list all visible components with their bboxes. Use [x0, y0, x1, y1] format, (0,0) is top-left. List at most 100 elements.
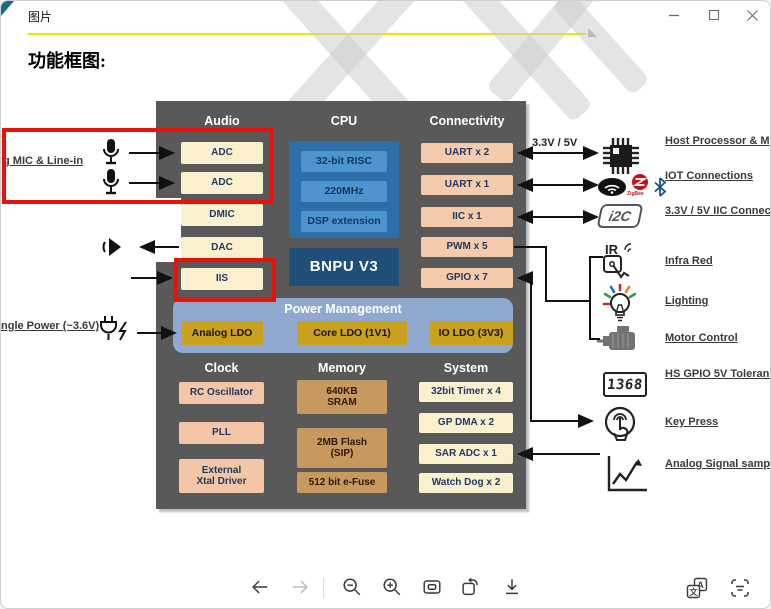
close-icon: [746, 9, 758, 21]
system-box-saradc: SAR ADC x 1: [419, 444, 513, 464]
back-icon: [252, 580, 268, 594]
translate-icon: A 文: [686, 577, 708, 599]
iot-icons: ZigBee: [597, 173, 667, 203]
corner-accent: [1, 1, 14, 16]
memory-box-efuse: 512 bit e-Fuse: [297, 472, 387, 493]
close-button[interactable]: [739, 4, 765, 26]
peripheral-label-iot: IOT Connections: [665, 170, 753, 182]
zigbee-label: ZigBee: [627, 191, 644, 197]
bnpu-box: BNPU V3: [289, 248, 399, 286]
white-notch: [156, 198, 181, 262]
window-title: 图片: [28, 10, 53, 24]
audio-box-adc-1: ADC: [181, 142, 263, 164]
peripheral-label-host: Host Processor & M: [665, 135, 770, 147]
maximize-button[interactable]: [701, 4, 727, 26]
mic-linein-label: g MIC & Line-in: [3, 155, 84, 167]
block-diagram: Audio ADC ADC DMIC DAC IIS CPU 32-bit RI…: [156, 101, 526, 509]
fit-to-window-button[interactable]: [420, 575, 444, 599]
section-title-system: System: [443, 361, 489, 375]
zoom-in-icon: [383, 578, 401, 596]
section-title-audio: Audio: [204, 114, 240, 128]
speaker-icon: [102, 238, 121, 256]
conn-box-iic: IIC x 1: [421, 207, 513, 227]
cpu-box-dsp: DSP extension: [301, 211, 387, 232]
power-box-io-ldo: IO LDO (3V3): [429, 321, 513, 345]
maximize-icon: [708, 9, 720, 21]
conn-box-uart1: UART x 1: [421, 175, 513, 195]
memory-box-flash: 2MB Flash (SIP): [297, 428, 387, 468]
peripheral-label-hsgpio: HS GPIO 5V Tolerance: [665, 368, 771, 380]
highlight-underline: [28, 33, 586, 35]
peripheral-label-motor: Motor Control: [665, 332, 738, 344]
clock-box-rc: RC Oscillator: [179, 382, 264, 404]
microphone-icon: [103, 139, 119, 165]
wifi-icon: [598, 178, 626, 196]
zoom-out-button[interactable]: [340, 575, 364, 599]
i2c-icon: i2C: [596, 204, 644, 228]
system-box-dma: GP DMA x 2: [419, 413, 513, 433]
power-plug-icon: [100, 316, 127, 341]
rotate-button[interactable]: [458, 575, 482, 599]
peripheral-label-iic: 3.3V / 5V IIC Connection: [665, 205, 771, 217]
power-box-core-ldo: Core LDO (1V1): [297, 321, 407, 345]
single-power-label: ngle Power (~3.6V): [1, 320, 100, 332]
clock-box-pll: PLL: [179, 422, 264, 444]
minimize-icon: [669, 14, 679, 17]
cpu-container: 32-bit RISC 220MHz DSP extension: [289, 141, 399, 238]
conn-box-pwm: PWM x 5: [421, 237, 513, 257]
red-highlight-mic-adc: [2, 128, 273, 204]
back-button[interactable]: [248, 575, 272, 599]
section-title-memory: Memory: [318, 361, 366, 375]
toolbar-separator: [323, 578, 324, 598]
conn-box-uart2: UART x 2: [421, 143, 513, 163]
keypress-icon: [604, 406, 636, 441]
clock-box-xtal: External Xtal Driver: [179, 459, 264, 493]
minimize-button[interactable]: [661, 4, 687, 26]
audio-box-dac: DAC: [181, 237, 263, 259]
system-box-timer: 32bit Timer x 4: [419, 382, 513, 402]
ir-text: IR: [605, 242, 618, 257]
fit-to-window-icon: [423, 580, 441, 594]
ir-waves: [624, 243, 632, 253]
motor-icon: [597, 326, 635, 350]
section-title-connectivity: Connectivity: [429, 114, 505, 128]
rotate-icon: [462, 577, 478, 596]
section-title-clock: Clock: [204, 361, 239, 375]
zoom-in-button[interactable]: [380, 575, 404, 599]
peripheral-label-keypress: Key Press: [665, 416, 719, 428]
seven-segment-digits: 1368: [606, 376, 644, 393]
translate-letter-a: A: [697, 580, 704, 590]
ir-touch-box: [603, 255, 630, 279]
conn-box-gpio: GPIO x 7: [421, 268, 513, 288]
forward-icon: [292, 580, 308, 594]
cpu-box-mhz: 220MHz: [301, 181, 387, 202]
cpu-box-risc: 32-bit RISC: [301, 151, 387, 172]
section-title-power: Power Management: [284, 302, 402, 316]
zoom-out-icon: [343, 578, 361, 596]
translate-letter-wen: 文: [689, 587, 698, 597]
ocr-icon: [731, 579, 749, 597]
chip-icon: [603, 138, 639, 174]
i2c-text: i2C: [607, 208, 633, 224]
section-title-cpu: CPU: [330, 114, 358, 128]
page-title: 功能框图:: [28, 51, 106, 71]
infrared-icon: IR: [603, 242, 643, 280]
download-icon: [506, 579, 518, 595]
red-highlight-iis: [174, 258, 276, 302]
waveform-icon: [607, 456, 647, 492]
microphone-icon: [103, 169, 119, 195]
audio-box-iis: IIS: [181, 268, 263, 290]
bluetooth-icon: [654, 177, 667, 197]
voltage-label: 3.3V / 5V: [532, 137, 578, 149]
audio-box-dmic: DMIC: [181, 204, 263, 226]
memory-box-sram: 640KB SRAM: [297, 380, 387, 414]
forward-button[interactable]: [288, 575, 312, 599]
peripheral-label-lighting: Lighting: [665, 295, 709, 307]
save-button[interactable]: [500, 575, 524, 599]
peripheral-label-analog: Analog Signal sample: [665, 458, 771, 470]
seven-segment-icon: 1368: [603, 372, 647, 397]
peripheral-label-infrared: Infra Red: [665, 255, 713, 267]
translate-button[interactable]: A 文: [685, 576, 709, 600]
ocr-button[interactable]: [728, 576, 752, 600]
